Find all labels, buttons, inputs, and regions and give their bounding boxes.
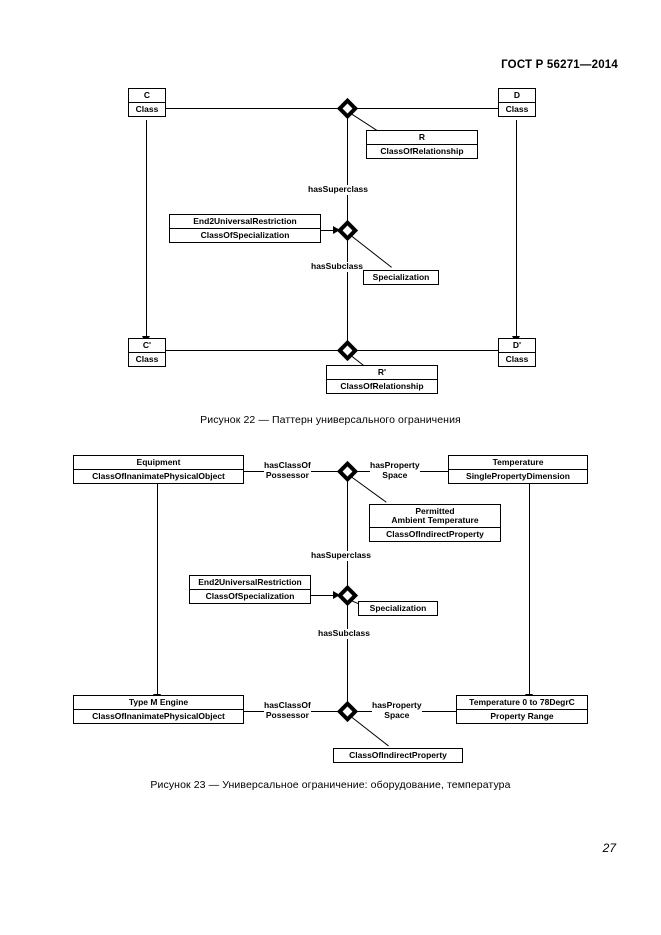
label-property-space-bot-line2: Space	[384, 709, 410, 720]
document-header: ГОСТ Р 56271—2014	[501, 59, 618, 71]
node-type-m-engine[interactable]: Type M Engine ClassOfInanimatePhysicalOb…	[73, 695, 244, 724]
node-r[interactable]: R ClassOfRelationship	[366, 130, 478, 159]
label-has-subclass-22: hasSubclass	[311, 261, 363, 272]
edge-d-to-d2	[516, 120, 517, 338]
node-indirect-title: ClassOfIndirectProperty	[349, 750, 447, 760]
label-has-property-space-top: hasProperty Space	[370, 460, 420, 481]
node-r-prime-type: ClassOfRelationship	[327, 378, 437, 393]
node-end2-universal-restriction[interactable]: End2UniversalRestriction ClassOfSpeciali…	[169, 214, 321, 243]
node-specialization-23-title: Specialization	[369, 603, 427, 613]
node-c-prime-title: C'	[142, 340, 152, 350]
node-temperature-range[interactable]: Temperature 0 to 78DegrC Property Range	[456, 695, 588, 724]
spine-superclass-23	[347, 476, 348, 596]
label-has-superclass-22: hasSuperclass	[308, 184, 369, 195]
spine-subclass	[347, 232, 348, 350]
node-r-title: R	[418, 132, 426, 142]
node-temperature-type: SinglePropertyDimension	[449, 468, 587, 483]
node-d-prime[interactable]: D' Class	[498, 338, 536, 367]
label-has-class-of-possessor-top: hasClassOf Possessor	[264, 460, 311, 481]
node-end2-universal-restriction-23[interactable]: End2UniversalRestriction ClassOfSpeciali…	[189, 575, 311, 604]
node-restriction-title: End2UniversalRestriction	[193, 216, 297, 226]
node-permitted-title-line1: Permitted	[415, 506, 455, 516]
spine-subclass-23	[347, 598, 348, 712]
node-specialization-23[interactable]: Specialization	[358, 601, 438, 616]
node-d-type: Class	[499, 101, 535, 116]
figure-23-caption: Рисунок 23 — Универсальное ограничение: …	[150, 779, 511, 791]
node-c-title: C	[143, 90, 151, 100]
node-permitted-title: Permitted Ambient Temperature	[370, 505, 500, 527]
node-equipment[interactable]: Equipment ClassOfInanimatePhysicalObject	[73, 455, 244, 484]
label-property-space-bot-line1: hasProperty	[372, 700, 422, 710]
arrowhead-restriction-23	[333, 591, 340, 599]
edge-temperature-to-range	[529, 484, 530, 697]
node-specialization-title: Specialization	[372, 272, 430, 282]
edge-restriction-to-diamond	[321, 230, 341, 231]
label-has-superclass-23: hasSuperclass	[311, 550, 372, 561]
node-d-prime-title: D'	[512, 340, 522, 350]
node-permitted-type: ClassOfIndirectProperty	[370, 526, 500, 541]
edge-restriction-to-diamond-23	[311, 595, 341, 596]
node-specialization[interactable]: Specialization	[363, 270, 439, 285]
node-c-prime-type: Class	[129, 351, 165, 366]
node-d-prime-type: Class	[499, 351, 535, 366]
node-equipment-type: ClassOfInanimatePhysicalObject	[74, 468, 243, 483]
node-restriction-23-title: End2UniversalRestriction	[198, 577, 302, 587]
connector-diamond-to-indirect	[350, 716, 389, 747]
figure-22-caption: Рисунок 22 — Паттерн универсального огра…	[200, 414, 461, 426]
node-permitted-title-line2: Ambient Temperature	[391, 514, 479, 525]
node-temperature[interactable]: Temperature SinglePropertyDimension	[448, 455, 588, 484]
node-restriction-23-type: ClassOfSpecialization	[190, 588, 310, 603]
arrowhead-restriction	[333, 226, 340, 234]
node-engine-type: ClassOfInanimatePhysicalObject	[74, 708, 243, 723]
label-property-space-top-line1: hasProperty	[370, 460, 420, 470]
label-has-subclass-23: hasSubclass	[318, 628, 370, 639]
node-engine-title: Type M Engine	[128, 697, 189, 707]
node-c-prime[interactable]: C' Class	[128, 338, 166, 367]
node-equipment-title: Equipment	[136, 457, 181, 467]
spine-superclass	[347, 112, 348, 230]
node-range-type: Property Range	[457, 708, 587, 723]
node-restriction-type: ClassOfSpecialization	[170, 227, 320, 242]
node-r-prime-title: R'	[377, 367, 387, 377]
edge-c2-d2	[166, 350, 504, 351]
figure-23-diagram: Equipment ClassOfInanimatePhysicalObject…	[0, 0, 661, 763]
label-possessor-bot-line2: Possessor	[265, 709, 309, 720]
node-d-title: D	[513, 90, 521, 100]
label-property-space-top-line2: Space	[382, 469, 408, 480]
node-permitted-ambient-temperature[interactable]: Permitted Ambient Temperature ClassOfInd…	[369, 504, 501, 542]
label-has-class-of-possessor-bottom: hasClassOf Possessor	[264, 700, 311, 721]
figure-22-diagram: C Class D Class R ClassOfRelationship C'…	[0, 0, 661, 410]
edge-c-to-c2	[146, 120, 147, 338]
label-has-property-space-bottom: hasProperty Space	[372, 700, 422, 721]
label-possessor-top-line1: hasClassOf	[264, 460, 311, 470]
page-number: 27	[602, 841, 616, 855]
node-r-prime[interactable]: R' ClassOfRelationship	[326, 365, 438, 394]
edge-c-d	[166, 108, 504, 109]
node-temperature-title: Temperature	[492, 457, 544, 467]
node-class-of-indirect-property[interactable]: ClassOfIndirectProperty	[333, 748, 463, 763]
node-c-type: Class	[129, 101, 165, 116]
node-c[interactable]: C Class	[128, 88, 166, 117]
node-range-title: Temperature 0 to 78DegrC	[469, 697, 575, 707]
node-r-type: ClassOfRelationship	[367, 143, 477, 158]
label-possessor-bot-line1: hasClassOf	[264, 700, 311, 710]
label-possessor-top-line2: Possessor	[265, 469, 309, 480]
node-d[interactable]: D Class	[498, 88, 536, 117]
edge-equipment-to-engine	[157, 484, 158, 697]
